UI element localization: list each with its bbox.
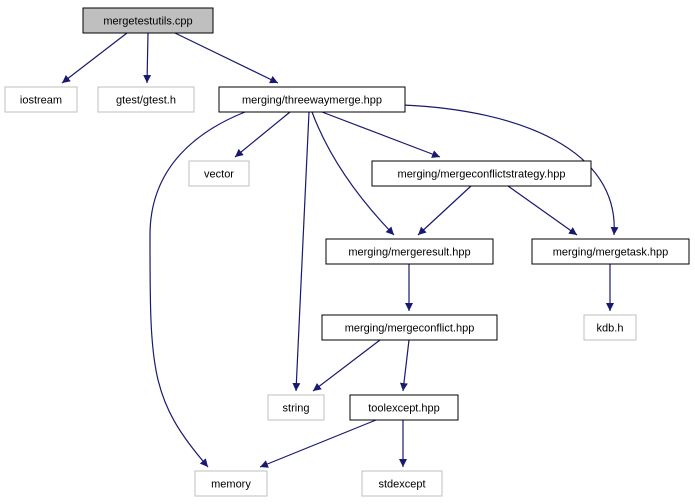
node-box-stdexcept bbox=[361, 470, 443, 497]
edge-mergeconflictstrategy-to-mergetask bbox=[507, 185, 578, 236]
edge-threewaymerge-to-memory bbox=[149, 111, 246, 468]
node-box-mergeconflict bbox=[321, 314, 498, 341]
edge-threewaymerge-to-mergeresult bbox=[311, 111, 395, 236]
node-label-stdexcept: stdexcept bbox=[378, 479, 425, 491]
node-box-iostream bbox=[4, 86, 78, 113]
edge-mergeconflict-to-string bbox=[312, 339, 381, 392]
node-label-mergeconflictstrategy: merging/mergeconflictstrategy.hpp bbox=[398, 169, 566, 181]
node-box-mergeconflictstrategy bbox=[371, 160, 592, 187]
node-box-gtest bbox=[97, 86, 195, 113]
node-threewaymerge[interactable]: merging/threewaymerge.hpp bbox=[218, 86, 406, 113]
edge-threewaymerge-to-vector bbox=[234, 111, 291, 158]
node-label-toolexcept: toolexcept.hpp bbox=[368, 403, 440, 415]
edge-mergetestutils-to-threewaymerge bbox=[174, 32, 279, 84]
edge-threewaymerge-to-string bbox=[292, 111, 310, 392]
node-iostream: iostream bbox=[4, 86, 78, 113]
edge-threewaymerge-to-mergetask bbox=[402, 104, 619, 236]
node-label-mergetestutils: mergetestutils.cpp bbox=[103, 16, 192, 28]
node-box-kdb bbox=[583, 314, 637, 341]
nodes-layer: mergetestutils.cpp iostream gtest/gtest.h m… bbox=[4, 7, 690, 497]
node-label-string: string bbox=[283, 403, 310, 415]
node-box-memory bbox=[194, 470, 268, 497]
node-gtest: gtest/gtest.h bbox=[97, 86, 195, 113]
node-label-kdb: kdb.h bbox=[597, 323, 624, 335]
node-label-vector: vector bbox=[204, 169, 234, 181]
node-mergeconflict[interactable]: merging/mergeconflict.hpp bbox=[321, 314, 498, 341]
edge-mergetestutils-to-iostream bbox=[61, 32, 128, 84]
node-kdb: kdb.h bbox=[583, 314, 637, 341]
node-box-string bbox=[267, 394, 325, 421]
node-mergeresult[interactable]: merging/mergeresult.hpp bbox=[325, 238, 494, 265]
node-stdexcept: stdexcept bbox=[361, 470, 443, 497]
edge-mergetestutils-to-gtest bbox=[143, 32, 152, 84]
edges-layer bbox=[61, 32, 619, 468]
edge-mergeconflict-to-toolexcept bbox=[399, 339, 410, 392]
node-label-gtest: gtest/gtest.h bbox=[116, 95, 176, 107]
node-box-threewaymerge bbox=[218, 86, 406, 113]
node-mergetask[interactable]: merging/mergetask.hpp bbox=[531, 238, 690, 265]
edge-threewaymerge-to-mergeconflictstrategy bbox=[321, 111, 441, 158]
node-box-mergetestutils bbox=[82, 7, 214, 34]
node-label-memory: memory bbox=[211, 479, 251, 491]
node-box-vector bbox=[188, 160, 250, 187]
node-string: string bbox=[267, 394, 325, 421]
node-label-mergeresult: merging/mergeresult.hpp bbox=[348, 247, 470, 259]
node-box-mergetask bbox=[531, 238, 690, 265]
node-vector: vector bbox=[188, 160, 250, 187]
node-label-iostream: iostream bbox=[20, 95, 62, 107]
node-mergetestutils[interactable]: mergetestutils.cpp bbox=[82, 7, 214, 34]
node-label-threewaymerge: merging/threewaymerge.hpp bbox=[242, 95, 382, 107]
node-box-mergeresult bbox=[325, 238, 494, 265]
node-label-mergeconflict: merging/mergeconflict.hpp bbox=[345, 323, 475, 335]
edge-toolexcept-to-memory bbox=[259, 419, 377, 468]
node-mergeconflictstrategy[interactable]: merging/mergeconflictstrategy.hpp bbox=[371, 160, 592, 187]
node-memory: memory bbox=[194, 470, 268, 497]
edge-mergeconflictstrategy-to-mergeresult bbox=[417, 185, 472, 236]
node-toolexcept[interactable]: toolexcept.hpp bbox=[349, 394, 459, 421]
node-label-mergetask: merging/mergetask.hpp bbox=[553, 247, 669, 259]
node-box-toolexcept bbox=[349, 394, 459, 421]
